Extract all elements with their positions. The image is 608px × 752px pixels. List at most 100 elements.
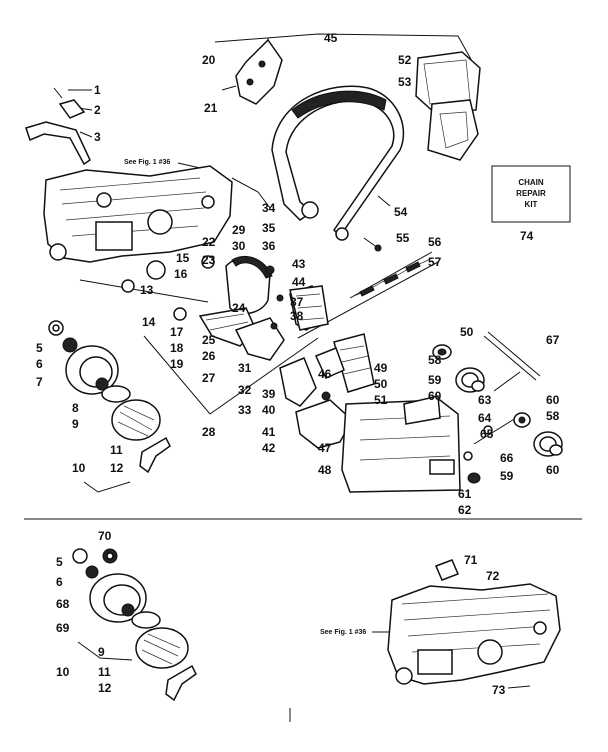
callout-58-a: 58 xyxy=(428,353,442,367)
callout-31: 31 xyxy=(238,361,252,375)
callout-22: 22 xyxy=(202,235,216,249)
callout-62: 62 xyxy=(458,503,472,517)
engine-housing-top xyxy=(43,165,233,263)
callout-11-top: 11 xyxy=(110,443,123,457)
callout-10-top: 10 xyxy=(72,461,86,475)
callout-21: 21 xyxy=(204,101,218,115)
callout-56: 56 xyxy=(428,235,442,249)
callout-29: 29 xyxy=(232,223,246,237)
callout-50-b: 50 xyxy=(460,325,474,339)
callout-42: 42 xyxy=(262,441,276,455)
callout-69: 69 xyxy=(56,621,70,635)
callout-20: 20 xyxy=(202,53,216,67)
callout-57: 57 xyxy=(428,255,442,269)
callout-12-top: 12 xyxy=(110,461,124,475)
callout-1: 1 xyxy=(94,83,101,97)
callout-17: 17 xyxy=(170,325,184,339)
callout-35: 35 xyxy=(262,221,276,235)
screw-55 xyxy=(363,237,382,252)
callout-14: 14 xyxy=(142,315,156,329)
callout-11-bottom: 11 xyxy=(98,665,111,679)
callout-48: 48 xyxy=(318,463,332,477)
callout-45: 45 xyxy=(324,31,338,45)
callout-23: 23 xyxy=(202,253,216,267)
callout-55: 55 xyxy=(396,231,410,245)
callout-43: 43 xyxy=(292,257,306,271)
callout-5-bottom: 5 xyxy=(56,555,63,569)
callout-47: 47 xyxy=(318,441,332,455)
callout-25: 25 xyxy=(202,333,216,347)
callout-37: 37 xyxy=(290,295,304,309)
callout-59-a: 59 xyxy=(428,373,442,387)
callout-16: 16 xyxy=(174,267,188,281)
callout-70: 70 xyxy=(98,529,112,543)
callout-27: 27 xyxy=(202,371,216,385)
callout-58-b: 58 xyxy=(546,409,560,423)
kit-label-chain: CHAIN xyxy=(518,178,544,187)
front-handle xyxy=(271,85,405,241)
plate-20 xyxy=(221,38,283,105)
callout-63: 63 xyxy=(478,393,492,407)
sprocket-stack xyxy=(432,344,563,457)
clutch-assembly-top xyxy=(48,320,171,474)
callout-3: 3 xyxy=(94,130,101,144)
callout-51: 51 xyxy=(374,393,388,407)
callout-2: 2 xyxy=(94,103,101,117)
callout-68: 68 xyxy=(56,597,70,611)
callout-53: 53 xyxy=(398,75,412,89)
callout-18: 18 xyxy=(170,341,184,355)
callout-5-top: 5 xyxy=(36,341,43,355)
callout-13: 13 xyxy=(140,283,154,297)
chain-loop xyxy=(289,257,433,331)
callout-60-b: 60 xyxy=(546,393,560,407)
callout-36: 36 xyxy=(262,239,276,253)
callout-9-bottom: 9 xyxy=(98,645,105,659)
callout-6-bottom: 6 xyxy=(56,575,63,589)
callout-71: 71 xyxy=(464,553,478,567)
callout-72: 72 xyxy=(486,569,500,583)
callout-73: 73 xyxy=(492,683,506,697)
engine-housing-bottom xyxy=(387,559,561,685)
leader-lines xyxy=(24,33,582,722)
callout-32: 32 xyxy=(238,383,252,397)
callout-24: 24 xyxy=(232,301,246,315)
callout-66: 66 xyxy=(500,451,514,465)
callout-33: 33 xyxy=(238,403,252,417)
callout-61: 61 xyxy=(458,487,472,501)
callout-10-bottom: 10 xyxy=(56,665,70,679)
callout-44: 44 xyxy=(292,275,306,289)
callout-15: 15 xyxy=(176,251,190,265)
callout-60-a: 60 xyxy=(428,389,442,403)
clutch-assembly-bottom xyxy=(72,548,197,702)
callout-54: 54 xyxy=(394,205,408,219)
callout-19: 19 xyxy=(170,357,184,371)
callout-8: 8 xyxy=(72,401,79,415)
callout-28: 28 xyxy=(202,425,216,439)
guide-bar-cover xyxy=(314,333,481,493)
callout-38: 38 xyxy=(290,309,304,323)
callout-74: 74 xyxy=(520,229,534,243)
callout-12-bottom: 12 xyxy=(98,681,112,695)
callout-50-a: 50 xyxy=(374,377,388,391)
callout-7: 7 xyxy=(36,375,43,389)
callout-52: 52 xyxy=(398,53,412,67)
callout-9-top: 9 xyxy=(72,417,79,431)
callout-60-c: 60 xyxy=(546,463,560,477)
callout-65: 65 xyxy=(480,427,494,441)
kit-label-kit: KIT xyxy=(525,200,538,209)
callout-49: 49 xyxy=(374,361,388,375)
callout-64: 64 xyxy=(478,411,492,425)
see-fig-note-bottom: See Fig. 1 #36 xyxy=(320,629,366,636)
callout-34: 34 xyxy=(262,201,276,215)
callout-labels: 45 20 21 52 53 1 2 3 34 22 29 30 35 36 1… xyxy=(36,31,560,697)
kit-label-repair: REPAIR xyxy=(516,189,546,198)
air-filter-cover xyxy=(415,51,481,161)
see-fig-note-top: See Fig. 1 #36 xyxy=(124,159,170,166)
callout-59-b: 59 xyxy=(500,469,514,483)
callout-39: 39 xyxy=(262,387,276,401)
callout-67: 67 xyxy=(546,333,560,347)
callout-41: 41 xyxy=(262,425,276,439)
callout-46: 46 xyxy=(318,367,332,381)
callout-40: 40 xyxy=(262,403,276,417)
